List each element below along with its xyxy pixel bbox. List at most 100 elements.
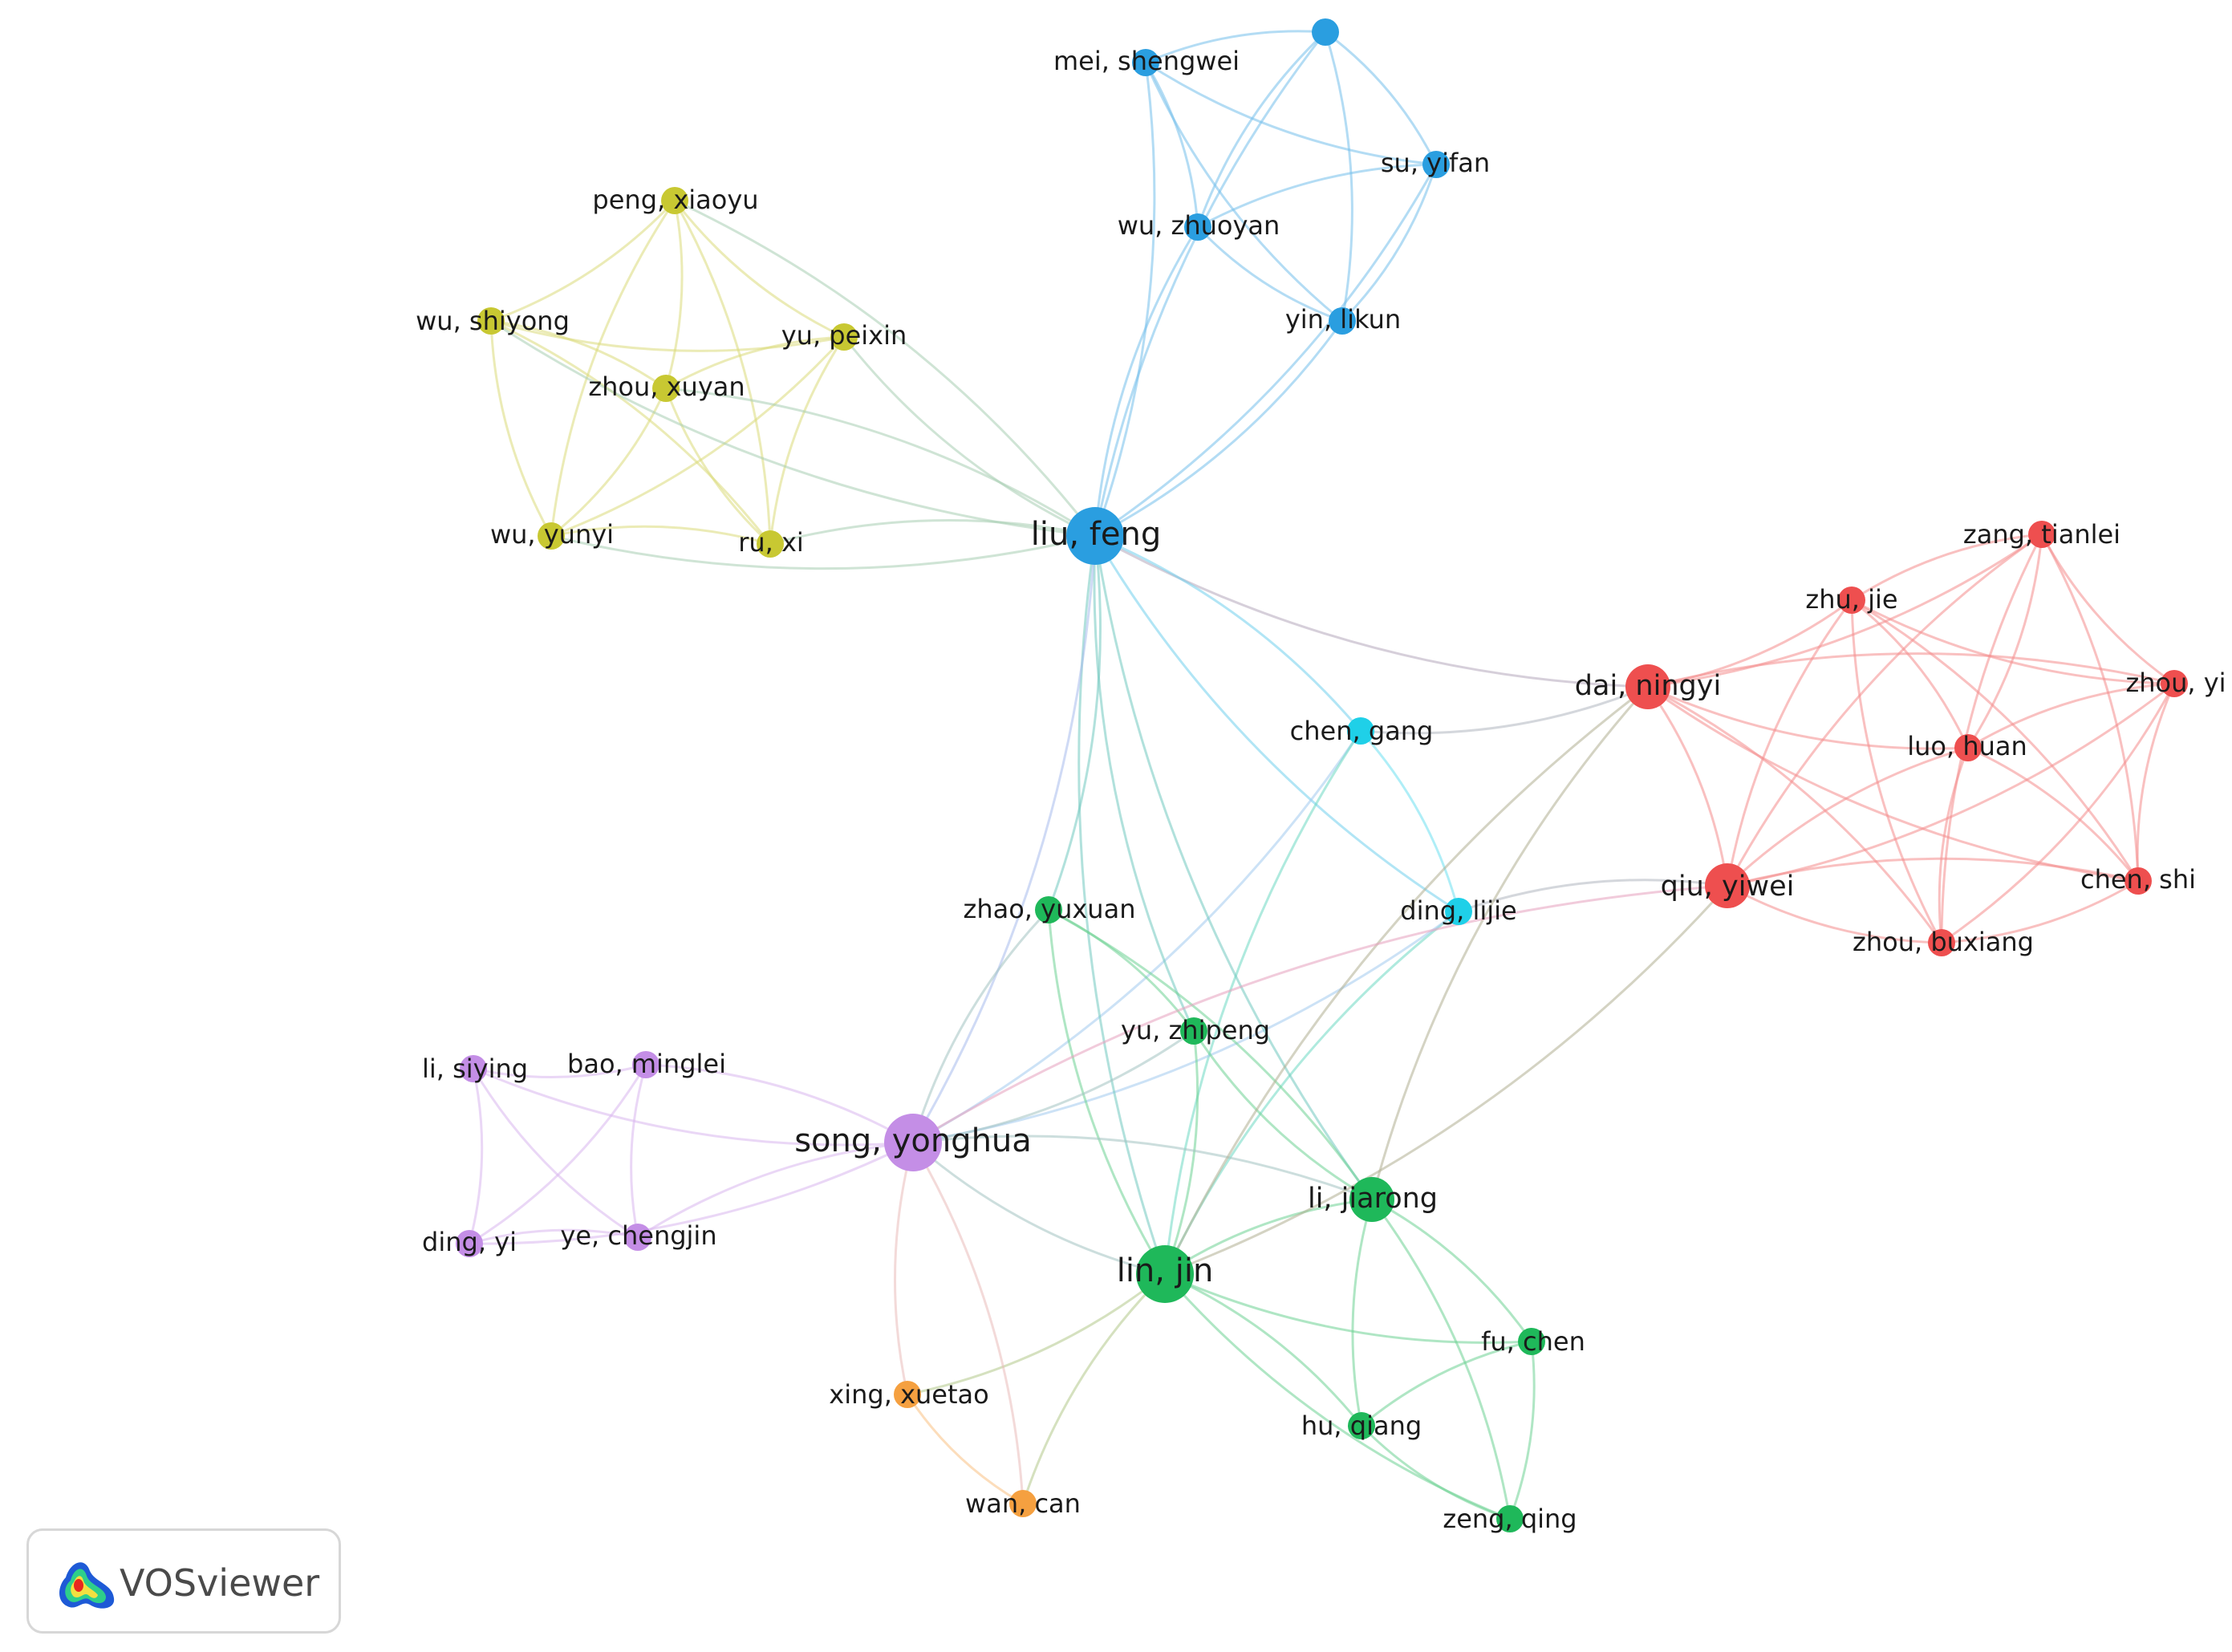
link-lin_jin-song_yonghua bbox=[912, 1141, 1166, 1276]
node-zeng-qing[interactable] bbox=[1496, 1505, 1524, 1532]
link-zhou_yi-chen_shi bbox=[2136, 683, 2176, 882]
link-yu_peixin-zhou_xuyan bbox=[665, 335, 845, 390]
link-liu_feng-zhou_xuyan bbox=[665, 387, 1096, 538]
node-song-yonghua[interactable] bbox=[884, 1114, 942, 1171]
link-peng_xiaoyu-wu_shiyong bbox=[490, 199, 676, 323]
link-zang_tianlei-zhou_yi bbox=[2040, 534, 2175, 685]
link-song_yonghua-ye_chengjin bbox=[637, 1141, 914, 1239]
link-zang_tianlei-zhou_buxiang bbox=[1940, 534, 2043, 944]
node-bao-minglei[interactable] bbox=[632, 1051, 659, 1078]
link-peng_xiaoyu-yu_peixin bbox=[673, 200, 845, 339]
link-liu_feng-song_yonghua bbox=[911, 535, 1097, 1143]
link-liu_feng-wu_zhuoyan bbox=[1094, 226, 1199, 537]
link-dai_ningyi-zhou_buxiang bbox=[1647, 685, 1943, 944]
link-luo_huan-chen_shi bbox=[1967, 746, 2140, 882]
vosviewer-brand-badge: VOSviewer bbox=[26, 1528, 341, 1634]
link-zhao_yuxuan-song_yonghua bbox=[911, 908, 1050, 1143]
node-label-li-jiarong: li, jiarong bbox=[1308, 1183, 1438, 1215]
node-mei-shengwei[interactable] bbox=[1132, 49, 1159, 76]
node-zhou-yi[interactable] bbox=[2161, 670, 2188, 697]
node-hu-qiang[interactable] bbox=[1348, 1412, 1375, 1439]
node-label-qiu-yiwei: qiu, yiwei bbox=[1661, 871, 1795, 903]
node-wu-yunyi[interactable] bbox=[538, 522, 565, 550]
node-zhu-jie[interactable] bbox=[1838, 587, 1865, 614]
node-label-mei-shengwei: mei, shengwei bbox=[1053, 46, 1240, 76]
node-label-wu-zhuoyan: wu, zhuoyan bbox=[1118, 210, 1280, 241]
link-fu_chen-hu_qiang bbox=[1361, 1340, 1532, 1427]
node-su-yifan[interactable] bbox=[1422, 151, 1450, 178]
node-label-zhou-buxiang: zhou, buxiang bbox=[1853, 927, 2034, 957]
link-chen_gang-dai_ningyi bbox=[1360, 685, 1649, 735]
link-lin_jin-hu_qiang bbox=[1164, 1272, 1363, 1427]
link-wu_yunyi-ru_xi bbox=[550, 525, 771, 546]
node-blue-top[interactable] bbox=[1312, 18, 1339, 46]
node-ye-chengjin[interactable] bbox=[624, 1224, 651, 1251]
node-zhou-buxiang[interactable] bbox=[1928, 929, 1955, 956]
link-li_jiarong-dai_ningyi bbox=[1370, 686, 1650, 1200]
link-blue_top-wu_zhuoyan bbox=[1196, 30, 1327, 228]
node-label-luo-huan: luo, huan bbox=[1907, 731, 2027, 761]
link-luo_huan-qiu_yiwei bbox=[1726, 746, 1969, 887]
node-luo-huan[interactable] bbox=[1954, 734, 1982, 761]
node-label-ru-xi: ru, xi bbox=[738, 527, 804, 558]
node-label-bao-minglei: bao, minglei bbox=[567, 1049, 726, 1079]
node-fu-chen[interactable] bbox=[1518, 1328, 1545, 1355]
link-liu_feng-mei_shengwei bbox=[1094, 62, 1156, 537]
node-zhou-xuyan[interactable] bbox=[652, 375, 680, 402]
link-liu_feng-yu_zhipeng bbox=[1093, 535, 1195, 1032]
vosviewer-logo-icon bbox=[59, 1562, 115, 1609]
node-li-jiarong[interactable] bbox=[1349, 1177, 1394, 1222]
node-peng-xiaoyu[interactable] bbox=[661, 187, 688, 214]
node-li-siying[interactable] bbox=[460, 1055, 487, 1082]
link-lin_jin-dai_ningyi bbox=[1163, 685, 1649, 1275]
link-li_siying-ye_chengjin bbox=[472, 1068, 639, 1239]
node-yu-peixin[interactable] bbox=[830, 323, 858, 351]
link-song_yonghua-wan_can bbox=[911, 1142, 1025, 1504]
link-zhou_xuyan-ru_xi bbox=[664, 388, 772, 546]
link-peng_xiaoyu-ru_xi bbox=[673, 200, 772, 545]
node-zang-tianlei[interactable] bbox=[2028, 521, 2055, 548]
node-qiu-yiwei[interactable] bbox=[1705, 863, 1750, 908]
node-label-peng-xiaoyu: peng, xiaoyu bbox=[592, 185, 758, 215]
node-yu-zhipeng[interactable] bbox=[1180, 1017, 1207, 1045]
node-label-liu-feng: liu, feng bbox=[1031, 516, 1161, 553]
node-wu-zhuoyan[interactable] bbox=[1184, 213, 1211, 241]
link-chen_gang-ding_lijie bbox=[1359, 729, 1460, 912]
link-yu_peixin-wu_yunyi bbox=[550, 335, 846, 538]
link-bao_minglei-ding_yi bbox=[469, 1064, 647, 1245]
node-wu-shiyong[interactable] bbox=[477, 307, 505, 335]
link-mei_shengwei-wu_zhuoyan bbox=[1144, 62, 1199, 228]
link-qiu_yiwei-chen_shi bbox=[1727, 857, 2139, 887]
node-label-ding-yi: ding, yi bbox=[422, 1227, 517, 1257]
link-lin_jin-xing_xuetao bbox=[907, 1272, 1166, 1396]
link-mei_shengwei-blue_top bbox=[1145, 30, 1326, 64]
link-liu_feng-chen_gang bbox=[1094, 534, 1362, 732]
node-ru-xi[interactable] bbox=[757, 530, 784, 558]
link-song_yonghua-xing_xuetao bbox=[894, 1142, 915, 1395]
node-label-yu-peixin: yu, peixin bbox=[781, 320, 907, 351]
link-fu_chen-zeng_qing bbox=[1508, 1341, 1536, 1520]
node-wan-can[interactable] bbox=[1009, 1490, 1037, 1517]
link-liu_feng-yin_likun bbox=[1094, 320, 1344, 538]
link-yu_zhipeng-lin_jin bbox=[1163, 1030, 1199, 1275]
node-chen-shi[interactable] bbox=[2124, 867, 2152, 895]
node-label-lin-jin: lin, jin bbox=[1117, 1252, 1214, 1289]
node-ding-lijie[interactable] bbox=[1445, 898, 1472, 925]
node-chen-gang[interactable] bbox=[1347, 717, 1374, 745]
node-dai-ningyi[interactable] bbox=[1625, 664, 1670, 709]
link-chen_gang-song_yonghua bbox=[912, 730, 1362, 1144]
node-xing-xuetao[interactable] bbox=[894, 1381, 921, 1408]
link-li_jiarong-song_yonghua bbox=[912, 1134, 1373, 1201]
node-label-ye-chengjin: ye, chengjin bbox=[560, 1220, 716, 1251]
link-mei_shengwei-su_yifan bbox=[1145, 61, 1437, 166]
node-yin-likun[interactable] bbox=[1329, 307, 1356, 335]
node-label-chen-gang: chen, gang bbox=[1290, 716, 1434, 746]
node-lin-jin[interactable] bbox=[1136, 1245, 1194, 1303]
node-ding-yi[interactable] bbox=[456, 1230, 483, 1257]
node-liu-feng[interactable] bbox=[1066, 507, 1124, 565]
link-ding_yi-ye_chengjin bbox=[469, 1228, 639, 1245]
link-lin_jin-fu_chen bbox=[1164, 1272, 1532, 1344]
node-zhao-yuxuan[interactable] bbox=[1035, 896, 1062, 923]
link-zhou_yi-luo_huan bbox=[1967, 682, 2175, 749]
